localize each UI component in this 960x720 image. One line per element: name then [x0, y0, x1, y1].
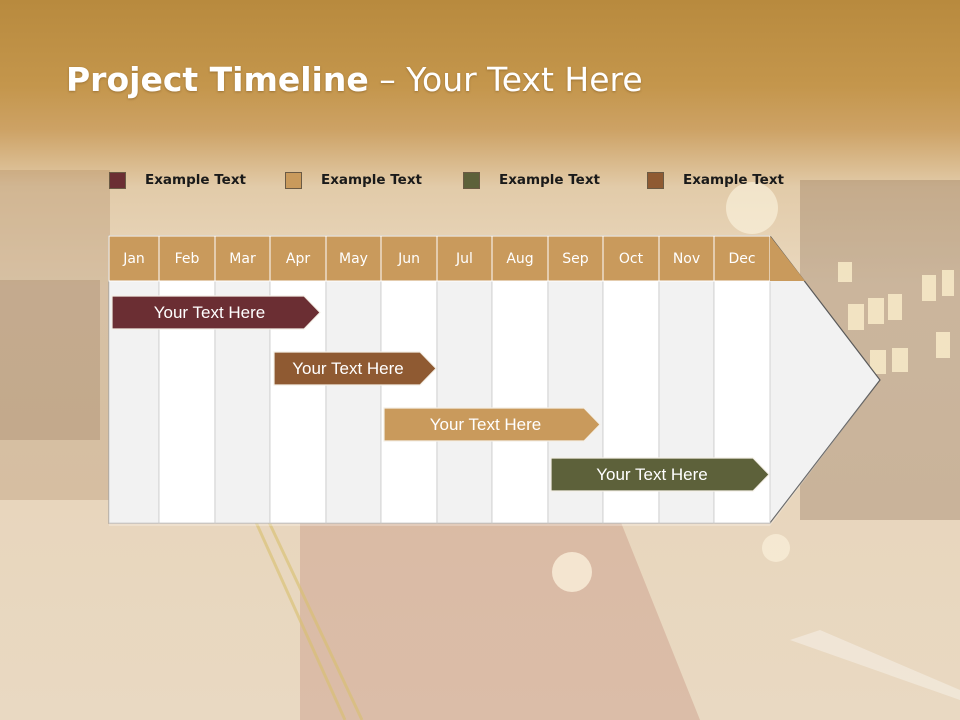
legend-item: Example Text — [647, 170, 784, 190]
task-bar-label: Your Text Here — [429, 414, 542, 434]
month-label: Mar — [229, 250, 256, 267]
legend-swatch — [285, 171, 302, 189]
legend-label: Example Text — [321, 172, 422, 188]
task-bars — [111, 295, 770, 492]
month-label: Jan — [123, 250, 145, 267]
title-bold: Project Timeline — [66, 60, 369, 99]
month-label: May — [339, 250, 368, 267]
month-label: Dec — [728, 250, 756, 267]
month-column — [325, 280, 382, 524]
month-label: Sep — [562, 250, 589, 267]
month-label: Jul — [456, 250, 473, 267]
task-bar-label: Your Text Here — [153, 302, 266, 322]
month-column — [436, 280, 493, 524]
month-label: Apr — [285, 250, 311, 267]
task-bar-label: Your Text Here — [596, 464, 708, 484]
month-label: Nov — [672, 250, 701, 267]
legend-label: Example Text — [145, 172, 246, 188]
legend-label: Example Text — [499, 172, 600, 188]
task-bar-label: Your Text Here — [292, 358, 404, 378]
month-header-cell — [713, 235, 771, 282]
page-title: Project Timeline – Your Text Here — [66, 60, 643, 99]
month-header-cell — [158, 235, 216, 282]
task-bar — [383, 407, 601, 442]
task-bar — [111, 295, 321, 330]
legend-swatch — [463, 171, 480, 189]
legend-label: Example Text — [683, 172, 784, 188]
month-column — [380, 280, 438, 524]
month-header-cell — [491, 235, 549, 282]
month-header-cell — [214, 235, 271, 282]
month-header-cell — [658, 235, 715, 282]
month-header-cell — [325, 235, 382, 282]
title-rest: – Your Text Here — [368, 60, 643, 99]
month-header-cell — [436, 235, 493, 282]
month-label: Oct — [618, 250, 644, 267]
legend-item: Example Text — [463, 170, 600, 190]
month-label: Aug — [506, 250, 534, 267]
month-label: Feb — [174, 250, 200, 267]
task-bar — [273, 351, 437, 386]
month-header-cell — [602, 235, 660, 282]
arrow-header-tip — [770, 236, 805, 281]
legend-swatch — [647, 171, 664, 189]
legend-item: Example Text — [109, 170, 246, 190]
month-header-cell — [380, 235, 438, 282]
task-bar — [550, 457, 770, 492]
legend-swatch — [109, 171, 126, 189]
month-column — [491, 280, 549, 524]
legend-item: Example Text — [285, 170, 422, 190]
month-header-cell — [547, 235, 604, 282]
month-label: Jun — [398, 250, 420, 267]
